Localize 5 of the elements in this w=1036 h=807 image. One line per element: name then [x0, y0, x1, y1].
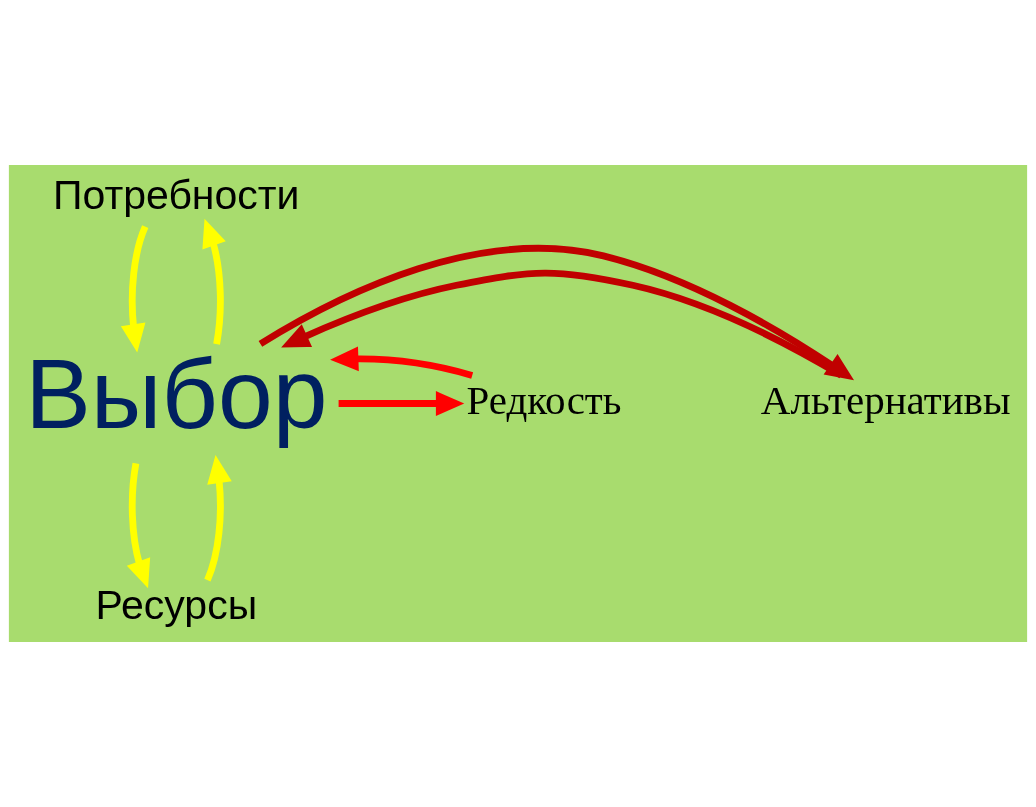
node-text: Редкость	[466, 376, 622, 423]
node-text: Выбор	[25, 339, 328, 450]
node-text: Альтернативы	[760, 376, 1011, 423]
node-text: Потребности	[53, 171, 300, 218]
node-text: Ресурсы	[95, 581, 258, 628]
